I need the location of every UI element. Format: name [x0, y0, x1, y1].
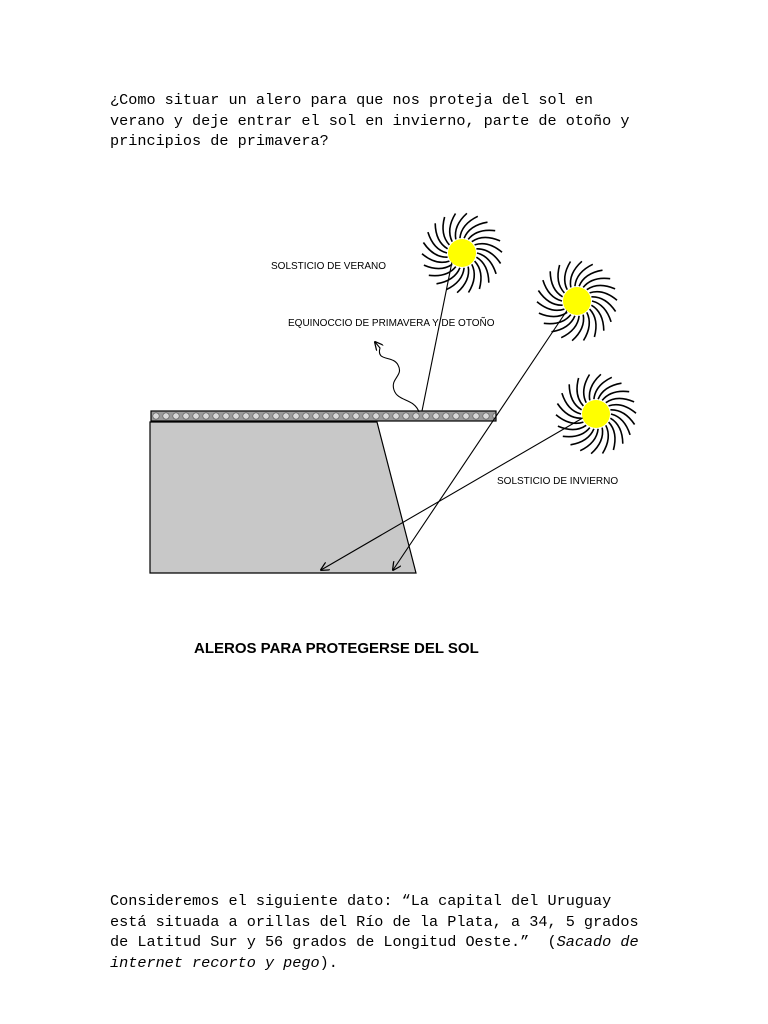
sun-ray-stroke	[476, 252, 497, 275]
sun-ray-stroke	[459, 215, 479, 239]
source-line-4: internet recorto y pego).	[110, 953, 730, 974]
sun-ray-stroke	[568, 384, 583, 411]
sun-ray-stroke	[448, 213, 457, 243]
sun-ray-stroke	[467, 263, 476, 293]
source-line-4-italic: internet recorto y pego	[110, 953, 320, 972]
sun-ray-stroke	[576, 377, 585, 407]
sun-ray-stroke	[475, 256, 490, 283]
sun-ray-stroke	[597, 382, 622, 400]
sun-ray-stroke	[582, 311, 591, 341]
intro-line-2: verano y deje entrar el sol en invierno,…	[110, 111, 630, 130]
diagram-caption: ALEROS PARA PROTEGERSE DEL SOL	[194, 640, 479, 657]
intro-question: ¿Como situar un alero para que nos prote…	[110, 90, 710, 152]
sun-core	[448, 239, 476, 267]
source-line-3: de Latitud Sur y 56 grados de Longitud O…	[110, 932, 730, 953]
sun-ray-stroke	[590, 304, 605, 331]
sun-core	[582, 400, 610, 428]
sun-ray-stroke	[586, 284, 616, 291]
sun-ray-stroke	[590, 427, 604, 455]
sun-ray-stroke	[474, 242, 503, 253]
sun-ray-stroke	[538, 311, 568, 318]
sun-ray-stroke	[473, 260, 482, 290]
source-line-3-italic: Sacado de	[556, 933, 639, 951]
source-line-1: Consideremos el siguiente dato: “La capi…	[110, 892, 612, 910]
sun-ray-stroke	[557, 424, 587, 431]
sun-ray-stroke	[442, 216, 451, 246]
intro-line-3: principios de primavera?	[110, 132, 329, 150]
intro-line-1: ¿Como situar un alero para que nos prote…	[110, 91, 594, 109]
sun-ray-stroke	[610, 408, 636, 425]
sun-ray-stroke	[589, 290, 618, 301]
sun-ray-stroke	[610, 413, 631, 436]
source-line-4-end: ).	[319, 953, 338, 972]
sun-ray-stroke	[608, 403, 637, 414]
sun-core	[563, 287, 591, 315]
sun-summer-icon	[421, 212, 503, 294]
sun-ray-stroke	[422, 242, 448, 259]
sun-ray-stroke	[601, 390, 630, 401]
sun-ray-stroke	[607, 421, 616, 451]
equinox-sun-ray	[393, 302, 573, 570]
sun-ray-stroke	[463, 221, 488, 239]
sun-ray-stroke	[563, 261, 572, 291]
sun-ray-stroke	[423, 263, 453, 270]
sun-ray-stroke	[570, 428, 595, 446]
sun-ray-stroke	[549, 271, 564, 298]
sun-ray-stroke	[421, 253, 450, 264]
source-paragraph: Consideremos el siguiente dato: “La capi…	[110, 891, 730, 973]
sun-ray-stroke	[454, 212, 468, 240]
sun-ray-stroke	[557, 264, 566, 294]
label-summer-solstice: SOLSTICIO DE VERANO	[271, 261, 386, 272]
sun-ray-stroke	[574, 263, 594, 287]
sun-ray-stroke	[569, 260, 583, 288]
sun-ray-stroke	[588, 373, 602, 401]
sun-ray-stroke	[582, 277, 611, 288]
wall-section	[149, 421, 417, 574]
sun-ray-stroke	[536, 301, 565, 312]
sun-ray-stroke	[467, 229, 496, 240]
label-winter-solstice: SOLSTICIO DE INVIERNO	[497, 476, 618, 487]
sun-ray-stroke	[542, 279, 563, 302]
sun-ray-stroke	[551, 315, 576, 333]
sun-ray-stroke	[579, 428, 599, 452]
sun-ray-stroke	[609, 417, 624, 444]
sun-ray-stroke	[434, 223, 449, 250]
sun-ray-stroke	[476, 247, 502, 264]
sun-ray-stroke	[588, 308, 597, 338]
summer-sun-ray	[421, 256, 454, 412]
sun-ray-stroke	[456, 266, 470, 294]
sun-ray-stroke	[605, 397, 635, 404]
sun-ray-stroke	[571, 314, 585, 342]
sun-ray-stroke	[537, 290, 563, 307]
sun-ray-stroke	[582, 374, 591, 404]
sun-ray-stroke	[561, 392, 582, 415]
sun-ray-stroke	[591, 300, 612, 323]
eave-overhang	[150, 410, 497, 422]
sun-winter-icon	[555, 373, 637, 455]
sun-ray-stroke	[428, 266, 457, 277]
sun-equinox-icon	[536, 260, 618, 342]
sun-ray-stroke	[543, 314, 572, 325]
sun-ray-stroke	[556, 403, 582, 420]
source-line-3-text: de Latitud Sur y 56 grados de Longitud O…	[110, 933, 557, 951]
label-equinox: EQUINOCCIO DE PRIMAVERA Y DE OTOÑO	[288, 316, 495, 329]
winter-sun-ray	[321, 411, 594, 570]
sun-ray-stroke	[601, 424, 610, 454]
sun-ray-stroke	[593, 376, 613, 400]
sun-ray-stroke	[436, 267, 461, 285]
sun-ray-stroke	[560, 315, 580, 339]
sun-ray-stroke	[445, 267, 465, 291]
source-line-2: está situada a orillas del Río de la Pla…	[110, 912, 639, 931]
sun-ray-stroke	[555, 414, 584, 425]
sun-ray-stroke	[562, 427, 591, 438]
sun-ray-stroke	[471, 236, 501, 243]
reflected-wavy-ray	[375, 342, 420, 413]
sun-ray-stroke	[591, 295, 617, 312]
sun-ray-stroke	[427, 231, 448, 254]
sun-ray-stroke	[578, 269, 603, 287]
eave-diagram: SOLSTICIO DE VERANO EQUINOCCIO DE PRIMAV…	[149, 212, 637, 657]
